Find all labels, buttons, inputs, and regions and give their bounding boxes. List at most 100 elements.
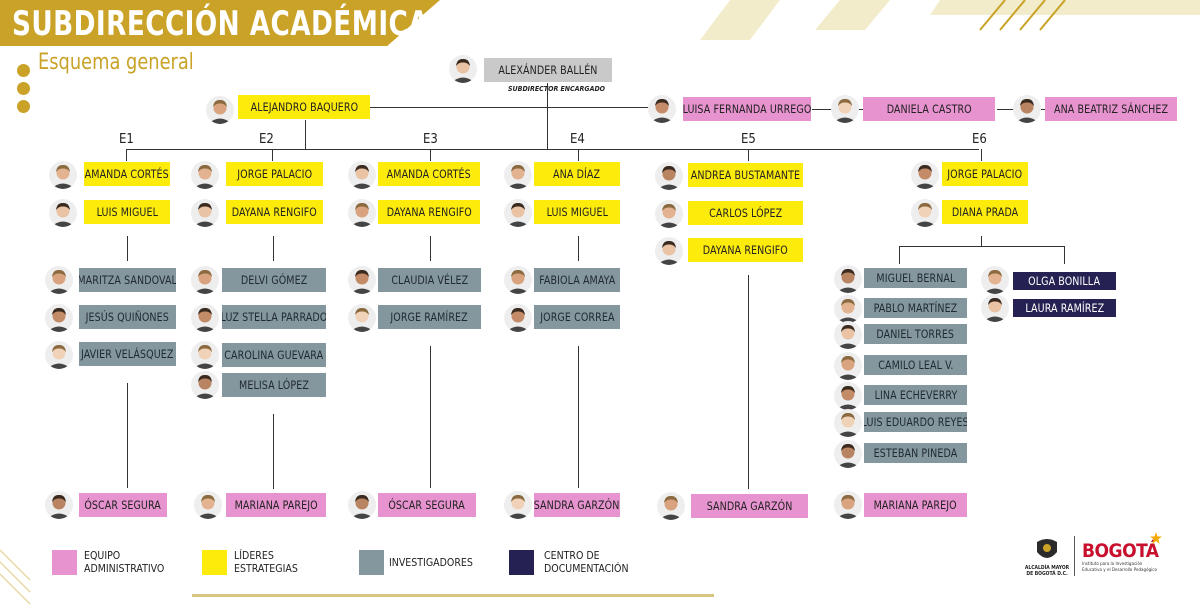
person-box-delvi-gomez: DELVI GÓMEZ	[222, 268, 326, 292]
avatar	[348, 266, 376, 294]
team-label: E4	[570, 132, 585, 147]
person-box-ana-beatriz-sanchez: ANA BEATRIZ SÁNCHEZ	[1045, 97, 1177, 121]
person-box-oscar-segura: ÓSCAR SEGURA	[378, 493, 476, 517]
person-box-andrea-bustamante: ANDREA BUSTAMANTE	[688, 163, 803, 187]
person-name: MIGUEL BERNAL	[875, 271, 955, 285]
connector-line	[981, 236, 982, 246]
person-name: MARIANA PAREJO	[873, 498, 958, 512]
person-name: ALEJANDRO BAQUERO	[250, 100, 358, 114]
avatar	[504, 161, 532, 189]
person-box-javier-velasquez: JAVIER VELÁSQUEZ	[79, 342, 176, 366]
person-box-jorge-ramirez: JORGE RAMÍREZ	[378, 305, 481, 329]
connector-line	[547, 83, 548, 149]
person-name: CAROLINA GUEVARA	[224, 348, 324, 362]
connector-line	[1064, 246, 1065, 264]
person-box-claudia-velez: CLAUDIA VÉLEZ	[378, 268, 481, 292]
connector-line	[578, 149, 579, 161]
page-title: SUBDIRECCIÓN ACADÉMICA	[12, 4, 430, 44]
connector-line	[127, 383, 128, 488]
person-name: ÓSCAR SEGURA	[84, 498, 162, 512]
avatar	[504, 199, 532, 227]
person-box-luisa-fernanda-urrego: LUISA FERNANDA URREGO	[683, 97, 811, 121]
connector-line	[305, 120, 306, 149]
avatar	[834, 440, 862, 468]
person-name: LUIS MIGUEL	[96, 205, 158, 219]
person-box-jorge-palacio: JORGE PALACIO	[942, 162, 1028, 186]
person-name: MELISA LÓPEZ	[239, 378, 309, 392]
avatar	[191, 266, 219, 294]
person-name: MARIANA PAREJO	[234, 498, 318, 512]
person-name: LINA ECHEVERRY	[874, 388, 957, 402]
connector-line	[748, 149, 749, 161]
legend-label-leaders: LÍDERES ESTRATEGIAS	[234, 550, 298, 575]
person-name: ANA BEATRIZ SÁNCHEZ	[1053, 102, 1169, 116]
avatar	[449, 55, 477, 83]
person-name: JORGE CORREA	[539, 310, 615, 324]
avatar	[655, 237, 683, 265]
person-name: ANDREA BUSTAMANTE	[690, 168, 801, 182]
avatar	[648, 95, 676, 123]
person-box-luis-miguel: LUIS MIGUEL	[84, 200, 170, 224]
person-name: DANIEL TORRES	[876, 327, 955, 341]
decorative-stripes	[700, 0, 1200, 40]
logo-city-name: ALCALDÍA MAYOR DE BOGOTÁ D.C.	[1024, 565, 1070, 577]
avatar	[348, 161, 376, 189]
avatar	[45, 266, 73, 294]
person-name: LUIS MIGUEL	[546, 205, 608, 219]
person-box-diana-prada: DIANA PRADA	[942, 200, 1028, 224]
legend-swatch-researchers	[359, 550, 384, 575]
avatar	[45, 304, 73, 332]
person-box-pablo-martinez: PABLO MARTÍNEZ	[864, 298, 967, 318]
person-name: DELVI GÓMEZ	[240, 273, 308, 287]
person-box-laura-ramirez: LAURA RAMÍREZ	[1013, 299, 1116, 317]
bullet-dot	[17, 100, 30, 113]
avatar	[981, 266, 1009, 294]
person-name: ALEXÁNDER BALLÉN	[498, 63, 598, 77]
person-name: DAYANA RENGIFO	[702, 243, 789, 257]
avatar	[45, 491, 73, 519]
connector-line	[126, 149, 127, 161]
person-box-carolina-guevara: CAROLINA GUEVARA	[222, 343, 326, 367]
star-icon	[1150, 532, 1162, 544]
connector-line	[273, 236, 274, 261]
team-label: E2	[259, 132, 274, 147]
person-name: AMANDA CORTÉS	[84, 167, 170, 181]
bullet-dot	[17, 64, 30, 77]
person-box-daniel-torres: DANIEL TORRES	[864, 324, 967, 344]
connector-line	[899, 246, 900, 264]
avatar	[504, 491, 532, 519]
person-box-oscar-segura: ÓSCAR SEGURA	[79, 493, 167, 517]
person-box-amanda-cortes: AMANDA CORTÉS	[378, 162, 480, 186]
page-subtitle: Esquema general	[38, 50, 194, 75]
legend-label-researchers: INVESTIGADORES	[389, 557, 473, 569]
person-name: FABIOLA AMAYA	[538, 273, 616, 287]
avatar	[834, 352, 862, 380]
avatar	[834, 321, 862, 349]
person-box-amanda-cortes: AMANDA CORTÉS	[84, 162, 170, 186]
person-name: MARITZA SANDOVAL	[79, 273, 176, 287]
connector-line	[430, 236, 431, 261]
person-name: CAMILO LEAL V.	[877, 358, 954, 372]
avatar	[911, 199, 939, 227]
person-box-luis-miguel: LUIS MIGUEL	[534, 200, 620, 224]
person-box-lina-echeverry: LINA ECHEVERRY	[864, 385, 967, 405]
decorative-corner-lines	[0, 549, 31, 605]
person-name: ESTEBAN PINEDA	[873, 446, 958, 460]
person-name: ÓSCAR SEGURA	[388, 498, 466, 512]
avatar	[1013, 95, 1041, 123]
avatar	[834, 295, 862, 323]
person-box-mariana-parejo: MARIANA PAREJO	[864, 493, 967, 517]
logo: ALCALDÍA MAYOR DE BOGOTÁ D.C. BOGOTÁ Ins…	[1024, 532, 1194, 582]
person-box-mariana-parejo: MARIANA PAREJO	[226, 493, 326, 517]
person-box-dayana-rengifo: DAYANA RENGIFO	[378, 200, 480, 224]
connector-line	[127, 236, 128, 261]
title-band	[0, 0, 440, 46]
person-box-jorge-correa: JORGE CORREA	[534, 305, 620, 329]
avatar	[191, 199, 219, 227]
avatar	[834, 409, 862, 437]
connector-line	[272, 149, 273, 161]
avatar	[194, 491, 222, 519]
avatar	[911, 161, 939, 189]
coat-of-arms-icon	[1037, 539, 1057, 558]
